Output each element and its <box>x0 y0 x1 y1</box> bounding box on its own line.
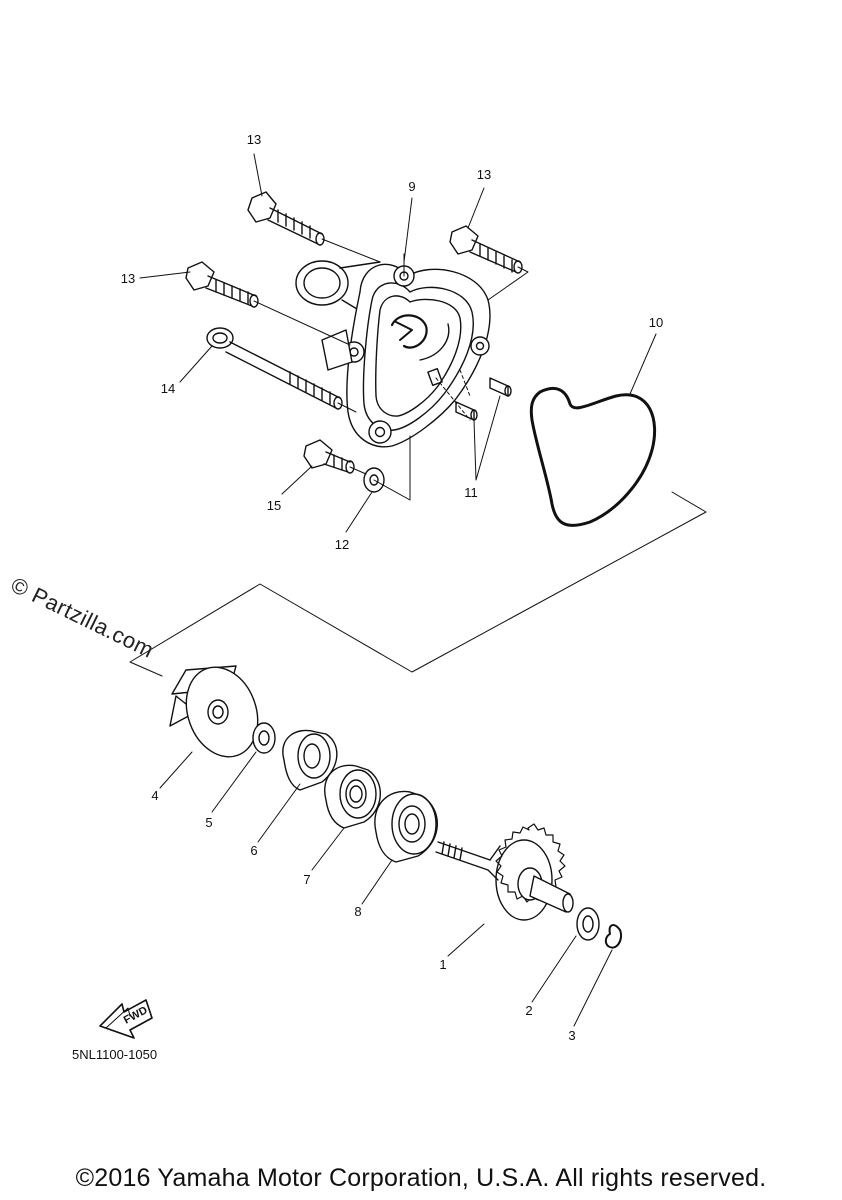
copyright-notice: ©2016 Yamaha Motor Corporation, U.S.A. A… <box>75 1164 767 1192</box>
callout-3: 3 <box>568 1028 576 1043</box>
circlip-3 <box>604 924 622 949</box>
callout-10: 10 <box>648 315 664 330</box>
callout-11: 11 <box>464 485 478 500</box>
bearing-8 <box>374 790 438 863</box>
long-bolt-14 <box>206 327 343 410</box>
callout-4: 4 <box>151 788 159 803</box>
callout-15: 15 <box>266 498 282 513</box>
shaft-gear-1 <box>435 823 574 921</box>
washer-5 <box>252 722 276 754</box>
bolt-13-top-left <box>247 191 325 246</box>
fwd-arrow-icon: FWD <box>99 999 153 1039</box>
oil-seal-6 <box>282 729 338 791</box>
impeller-4 <box>169 665 259 758</box>
callout-6: 6 <box>250 843 258 858</box>
pump-cover-part-9 <box>295 260 491 448</box>
callout-1: 1 <box>439 957 447 972</box>
callout-12: 12 <box>334 537 350 552</box>
callout-7: 7 <box>303 872 311 887</box>
bolt-13-left <box>185 261 259 308</box>
callout-13-top-right: 13 <box>476 167 492 182</box>
callout-5: 5 <box>205 815 213 830</box>
callout-14: 14 <box>160 381 176 396</box>
callout-13-top-left: 13 <box>246 132 262 147</box>
reference-lines <box>129 238 707 677</box>
washer-2 <box>576 907 600 941</box>
mechanical-seal-7 <box>324 764 382 829</box>
callout-9: 9 <box>408 179 416 194</box>
o-ring-10 <box>529 387 657 527</box>
leader-lines <box>139 153 657 1027</box>
bolt-13-top-right <box>449 225 523 274</box>
callout-8: 8 <box>354 904 362 919</box>
callout-2: 2 <box>525 1003 533 1018</box>
bolt-15 <box>303 439 355 474</box>
callout-13-left: 13 <box>120 271 136 286</box>
diagram-code: 5NL1100-1050 <box>72 1047 158 1062</box>
